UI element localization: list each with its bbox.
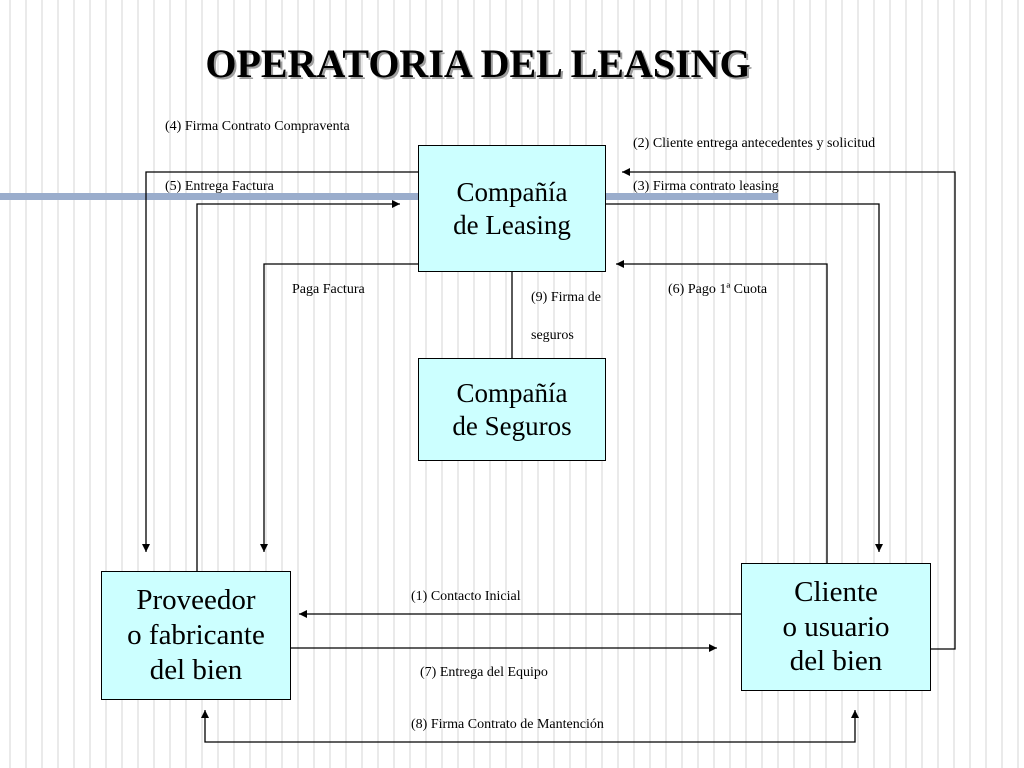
edge-3-line (606, 203, 883, 552)
edge-8-line (201, 710, 859, 743)
page-title: OPERATORIA DEL LEASING (205, 41, 751, 86)
accent-bar (0, 193, 778, 200)
edge-4-label: (4) Firma Contrato Compraventa (165, 119, 350, 134)
edge-5-line (196, 200, 400, 571)
node-proveedor-line2: o fabricante (127, 619, 265, 652)
node-leasing-line2: de Leasing (453, 209, 571, 240)
node-insurance-company: Compañía de Seguros (418, 358, 606, 461)
edge-1-label: (1) Contacto Inicial (411, 589, 521, 604)
node-seguros-line2: de Seguros (452, 410, 572, 441)
node-cliente-line3: del bien (789, 645, 883, 678)
edge-9-label: (9) Firma de seguros (531, 290, 601, 343)
edge-2-line (622, 168, 956, 650)
edge-4-line (142, 171, 418, 552)
edge-7-label: (7) Entrega del Equipo (420, 665, 548, 680)
node-proveedor-line1: Proveedor (136, 584, 256, 617)
edge-paga-factura-label: Paga Factura (292, 282, 365, 297)
edge-5-label: (5) Entrega Factura (165, 179, 274, 194)
edge-6-label: (6) Pago 1ª Cuota (668, 282, 768, 297)
node-seguros-line1: Compañía (456, 378, 568, 409)
edge-3-label: (3) Firma contrato leasing (633, 179, 779, 194)
edge-paga-factura-line (260, 263, 418, 552)
node-cliente-line2: o usuario (782, 610, 890, 643)
edge-6-line (616, 260, 828, 563)
node-cliente-line1: Cliente (794, 575, 878, 608)
node-leasing-company: Compañía de Leasing (418, 145, 606, 272)
node-proveedor-line3: del bien (149, 653, 243, 686)
edge-2-label: (2) Cliente entrega antecedentes y solic… (633, 136, 876, 151)
node-client: Cliente o usuario del bien (741, 563, 931, 691)
node-leasing-line1: Compañía (456, 177, 568, 208)
edge-8-label: (8) Firma Contrato de Mantención (411, 717, 604, 732)
node-supplier: Proveedor o fabricante del bien (101, 571, 291, 700)
